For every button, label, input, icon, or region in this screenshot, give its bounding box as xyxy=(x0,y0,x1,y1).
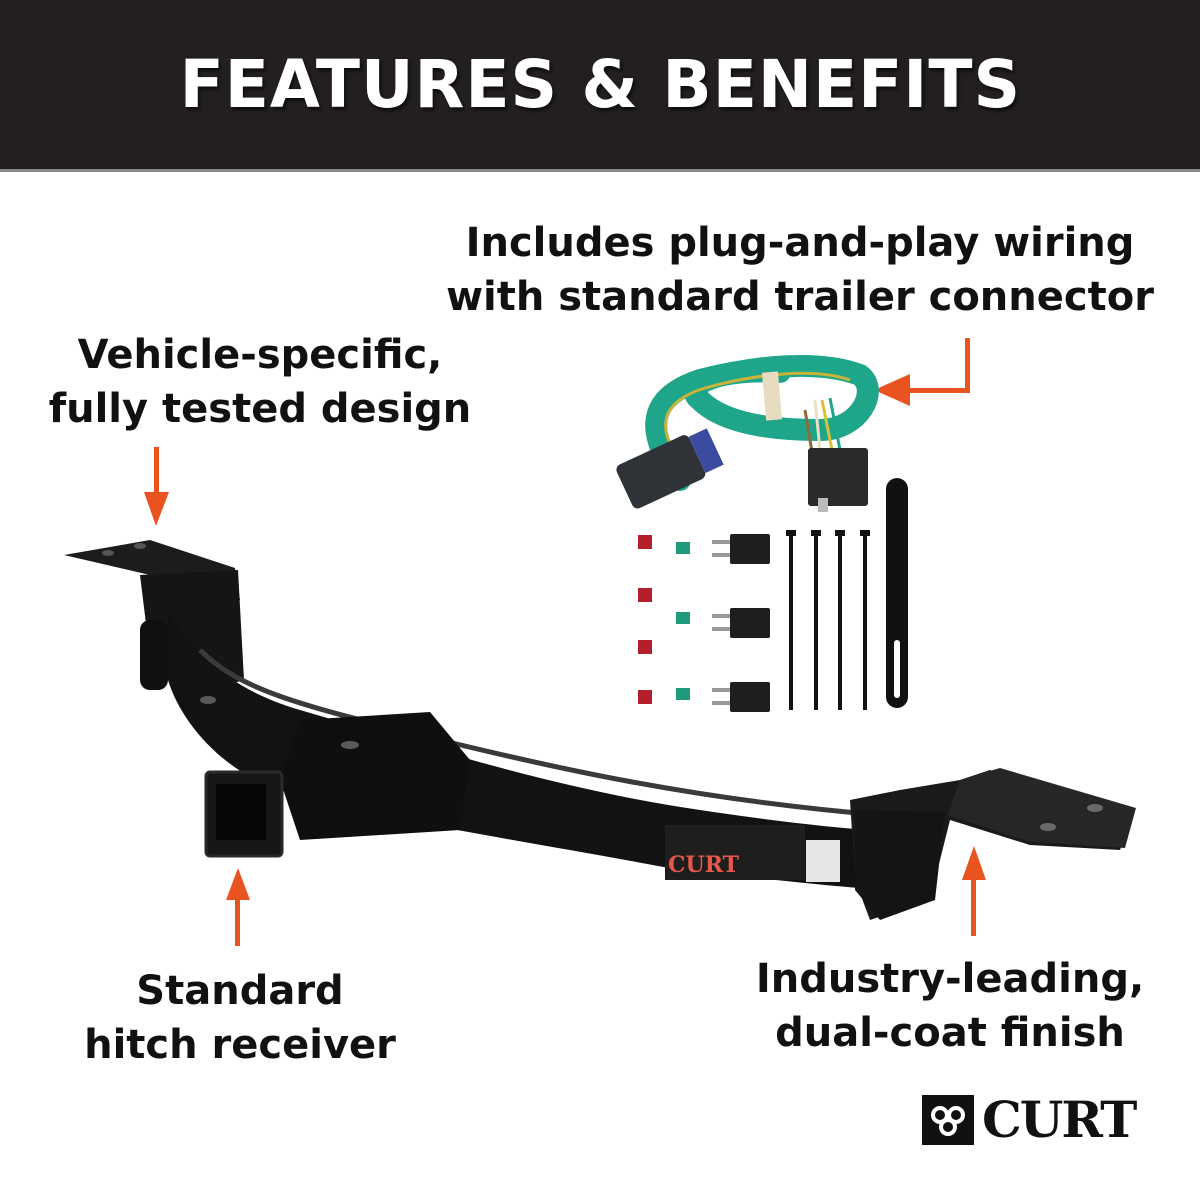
callout-design-line1: Vehicle-specific, xyxy=(77,332,443,378)
fuses-icon xyxy=(638,535,690,704)
curt-logo-text: CURT xyxy=(982,1090,1137,1149)
page-title: FEATURES & BENEFITS xyxy=(179,46,1021,123)
arrow-left-icon xyxy=(874,338,970,406)
callout-receiver: Standard hitch receiver xyxy=(60,964,420,1072)
curt-logo: CURT xyxy=(922,1090,1137,1149)
arrow-up-icon xyxy=(962,846,986,936)
arrow-down-icon xyxy=(144,447,169,526)
callout-wiring: Includes plug-and-play wiring with stand… xyxy=(430,216,1170,324)
callout-design-line2: fully tested design xyxy=(48,386,472,432)
wiring-harness-icon xyxy=(616,354,879,512)
callout-finish: Industry-leading, dual-coat finish xyxy=(740,952,1160,1060)
callout-finish-line2: dual-coat finish xyxy=(775,1010,1125,1056)
callout-wiring-line2: with standard trailer connector xyxy=(446,274,1154,320)
cable-ties-icon xyxy=(786,530,870,710)
header-banner: FEATURES & BENEFITS xyxy=(0,0,1200,172)
callout-wiring-line1: Includes plug-and-play wiring xyxy=(465,220,1135,266)
callout-finish-line1: Industry-leading, xyxy=(755,956,1145,1002)
arrow-up-icon xyxy=(226,868,250,946)
hitch-brand-label: CURT xyxy=(668,852,740,878)
relays-icon xyxy=(712,534,770,712)
curt-logo-icon xyxy=(922,1095,974,1145)
callout-receiver-line1: Standard xyxy=(136,968,344,1014)
hitch-icon xyxy=(64,540,1136,920)
tie-strap-icon xyxy=(886,478,908,708)
callout-receiver-line2: hitch receiver xyxy=(84,1022,396,1068)
callout-design: Vehicle-specific, fully tested design xyxy=(40,328,480,436)
